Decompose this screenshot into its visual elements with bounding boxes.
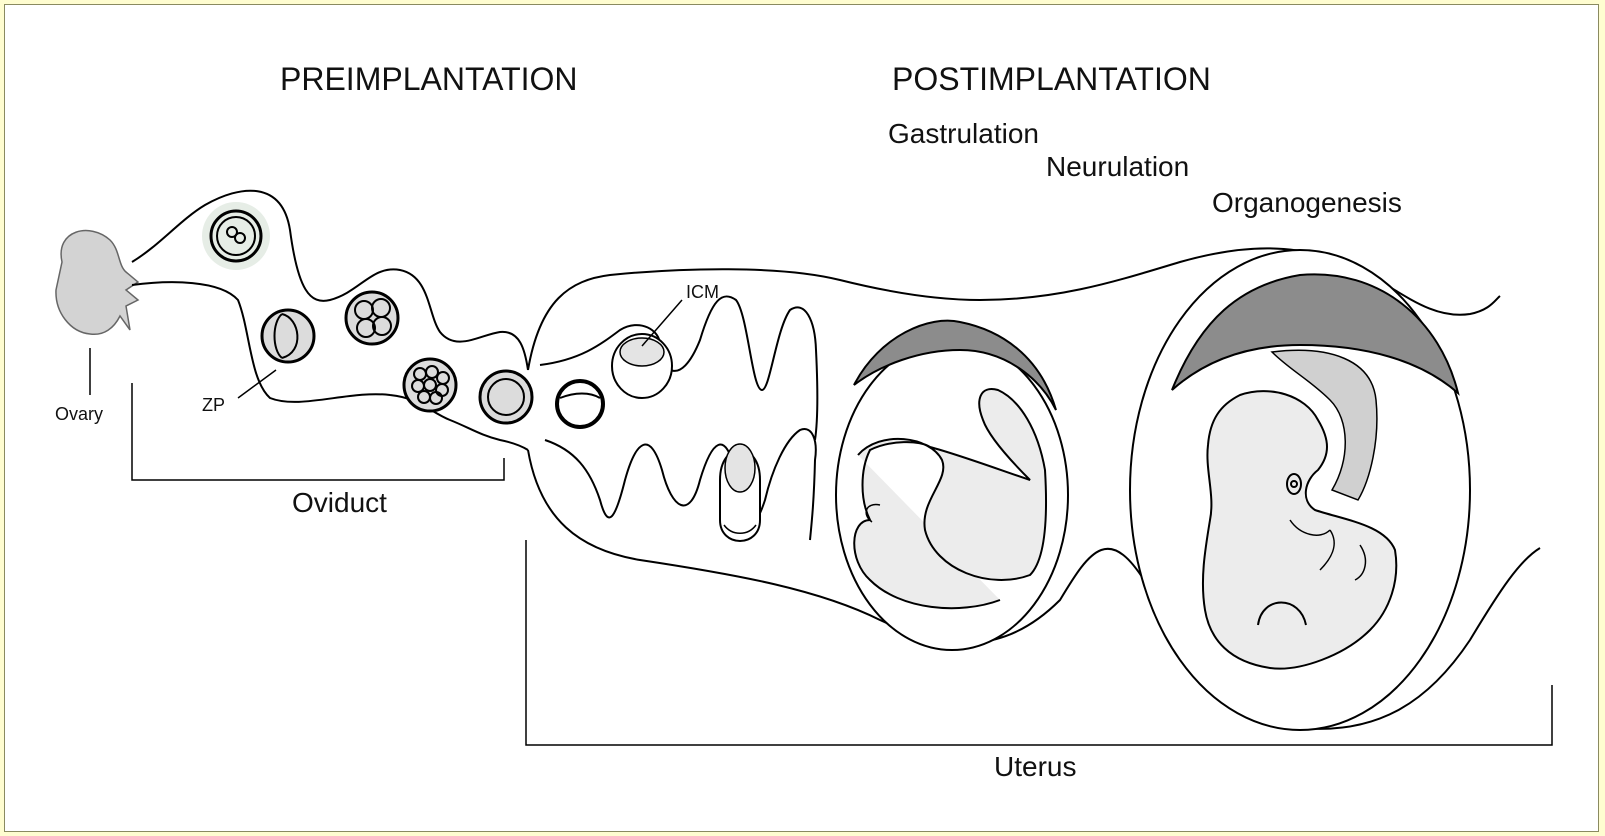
stage-organogenesis: Organogenesis (1212, 187, 1402, 218)
label-uterus: Uterus (994, 751, 1076, 782)
heading-preimplantation: PREIMPLANTATION (280, 61, 578, 97)
label-oviduct: Oviduct (292, 487, 387, 518)
label-icm: ICM (686, 282, 719, 302)
stage-gastrulation: Gastrulation (888, 118, 1039, 149)
heading-postimplantation: POSTIMPLANTATION (892, 61, 1211, 97)
label-zp: ZP (202, 395, 225, 415)
oviduct-upper-wall (132, 191, 528, 370)
uterine-folds-lower (545, 429, 816, 540)
oviduct-lower-wall (132, 282, 528, 450)
label-ovary: Ovary (55, 404, 103, 424)
stage-neurulation: Neurulation (1046, 151, 1189, 182)
four-cell-embryo (346, 292, 398, 344)
blastocyst-zp (557, 381, 603, 427)
inner-cell-mass (620, 338, 664, 366)
egg-cylinder-epiblast (725, 444, 755, 492)
icm-pointer-line (642, 300, 682, 346)
ovary-shape (56, 231, 138, 335)
